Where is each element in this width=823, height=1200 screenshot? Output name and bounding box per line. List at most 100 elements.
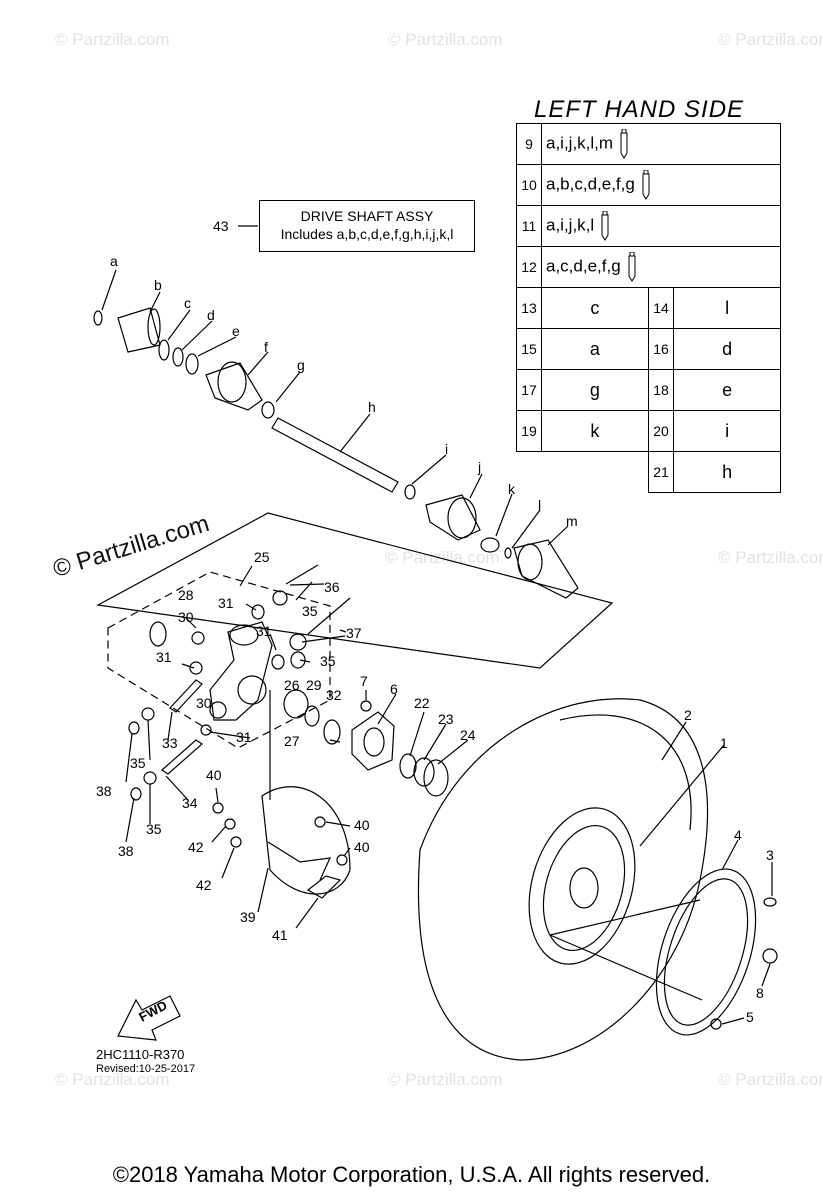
watermark: © Partzilla.com <box>718 1070 823 1089</box>
label-m: m <box>566 513 578 529</box>
label-1: 1 <box>720 735 728 751</box>
label-e: e <box>232 323 240 339</box>
tube-icon <box>601 211 609 241</box>
label-b: b <box>154 277 162 293</box>
row-num: 15 <box>516 328 542 370</box>
label-25: 25 <box>254 549 270 565</box>
tire-wheel <box>417 698 709 1061</box>
label-30b: 30 <box>196 695 212 711</box>
label-l: l <box>538 497 541 513</box>
label-38b: 38 <box>118 843 134 859</box>
circlip-c <box>158 339 170 361</box>
label-27: 27 <box>284 733 300 749</box>
hub <box>351 711 395 771</box>
watermark: © Partzilla.com <box>55 30 170 49</box>
watermark: © Partzilla.com <box>55 1070 170 1089</box>
label-22: 22 <box>414 695 430 711</box>
row-num: 9 <box>516 123 542 165</box>
label-31d: 31 <box>236 729 252 745</box>
lhs-table: 9 a,i,j,k,l,m 10 a,b,c,d,e,f,g 11 a,i,j,… <box>516 123 781 493</box>
drive-shaft-title: DRIVE SHAFT ASSY <box>300 208 434 224</box>
label-c: c <box>184 295 191 311</box>
drive-shaft-parts <box>93 307 579 599</box>
tube-icon <box>628 252 636 282</box>
label-i: i <box>445 441 448 457</box>
bearing-28 <box>149 621 167 647</box>
table-row: 15 a 16 d <box>516 328 781 370</box>
tube-icon <box>642 170 650 200</box>
label-39: 39 <box>240 909 256 925</box>
row-parts: a,i,j,k,l <box>541 205 781 247</box>
label-31c: 31 <box>156 649 172 665</box>
label-42a: 42 <box>188 839 204 855</box>
row-num: 13 <box>516 287 542 329</box>
row-num: 18 <box>647 369 675 411</box>
table-row: 12 a,c,d,e,f,g <box>516 246 781 288</box>
row-parts: a,i,j,k,l,m <box>541 123 781 165</box>
fwd-arrow <box>117 995 181 1041</box>
seal-22 <box>399 753 417 779</box>
row-part: e <box>673 369 781 411</box>
row-part: a <box>541 328 649 370</box>
row-part: d <box>673 328 781 370</box>
table-row: 10 a,b,c,d,e,f,g <box>516 164 781 206</box>
band-e <box>185 353 199 375</box>
shaft-h <box>271 417 399 493</box>
row-num: 12 <box>516 246 542 288</box>
label-32: 32 <box>326 687 342 703</box>
label-40c: 40 <box>354 839 370 855</box>
row-part: k <box>541 410 649 452</box>
label-36: 36 <box>324 579 340 595</box>
watermark: © Partzilla.com <box>718 548 823 567</box>
diagram-code: 2HC1110-R370 <box>96 1047 185 1062</box>
band-i <box>404 484 416 500</box>
label-35d: 35 <box>146 821 162 837</box>
label-6: 6 <box>390 681 398 697</box>
shaft-assembly-outline <box>96 512 614 669</box>
shaft-letter-labels: a b c d e f g h i j k l m <box>110 253 578 529</box>
drive-shaft-includes: Includes a,b,c,d,e,f,g,h,i,j,k,l <box>280 226 454 242</box>
label-29: 29 <box>306 677 322 693</box>
label-37: 37 <box>346 625 362 641</box>
label-23: 23 <box>438 711 454 727</box>
bearing-23 <box>413 757 435 787</box>
circlip-l <box>504 547 512 559</box>
copyright-footer: ©2018 Yamaha Motor Corporation, U.S.A. A… <box>112 1162 711 1187</box>
row-num: 17 <box>516 369 542 411</box>
table-row: 21 h <box>517 451 781 493</box>
label-26: 26 <box>284 677 300 693</box>
circlip-a <box>93 310 103 326</box>
row-num: 19 <box>516 410 542 452</box>
label-3: 3 <box>766 847 774 863</box>
label-k: k <box>508 481 516 497</box>
table-row: 9 a,i,j,k,l,m <box>516 123 781 165</box>
label-8: 8 <box>756 985 764 1001</box>
table-row: 13 c 14 l <box>516 287 781 329</box>
label-42b: 42 <box>196 877 212 893</box>
row-num: 20 <box>647 410 675 452</box>
label-35c: 35 <box>130 755 146 771</box>
tube-icon <box>620 129 628 159</box>
label-4: 4 <box>734 827 742 843</box>
label-33: 33 <box>162 735 178 751</box>
watermark: © Partzilla.com <box>388 30 503 49</box>
label-7: 7 <box>360 673 368 689</box>
table-row: 11 a,i,j,k,l <box>516 205 781 247</box>
label-41: 41 <box>272 927 288 943</box>
beadlock-ring <box>655 868 757 1036</box>
inner-joint-m <box>513 539 579 599</box>
label-28: 28 <box>178 587 194 603</box>
row-num: 16 <box>647 328 675 370</box>
row-num: 11 <box>516 205 542 247</box>
label-31a: 31 <box>218 595 234 611</box>
label-35a: 35 <box>302 603 318 619</box>
band-k <box>480 537 500 553</box>
row-part: l <box>673 287 781 329</box>
label-j: j <box>477 459 481 475</box>
part-number-labels: 1 2 3 4 5 6 7 8 22 23 24 25 26 27 28 29 … <box>96 218 774 1025</box>
revised-date: Revised:10-25-2017 <box>96 1063 196 1075</box>
label-g: g <box>297 357 305 373</box>
watermark: © Partzilla.com <box>718 30 823 49</box>
row-num: 14 <box>647 287 675 329</box>
row-num: 21 <box>647 451 675 493</box>
